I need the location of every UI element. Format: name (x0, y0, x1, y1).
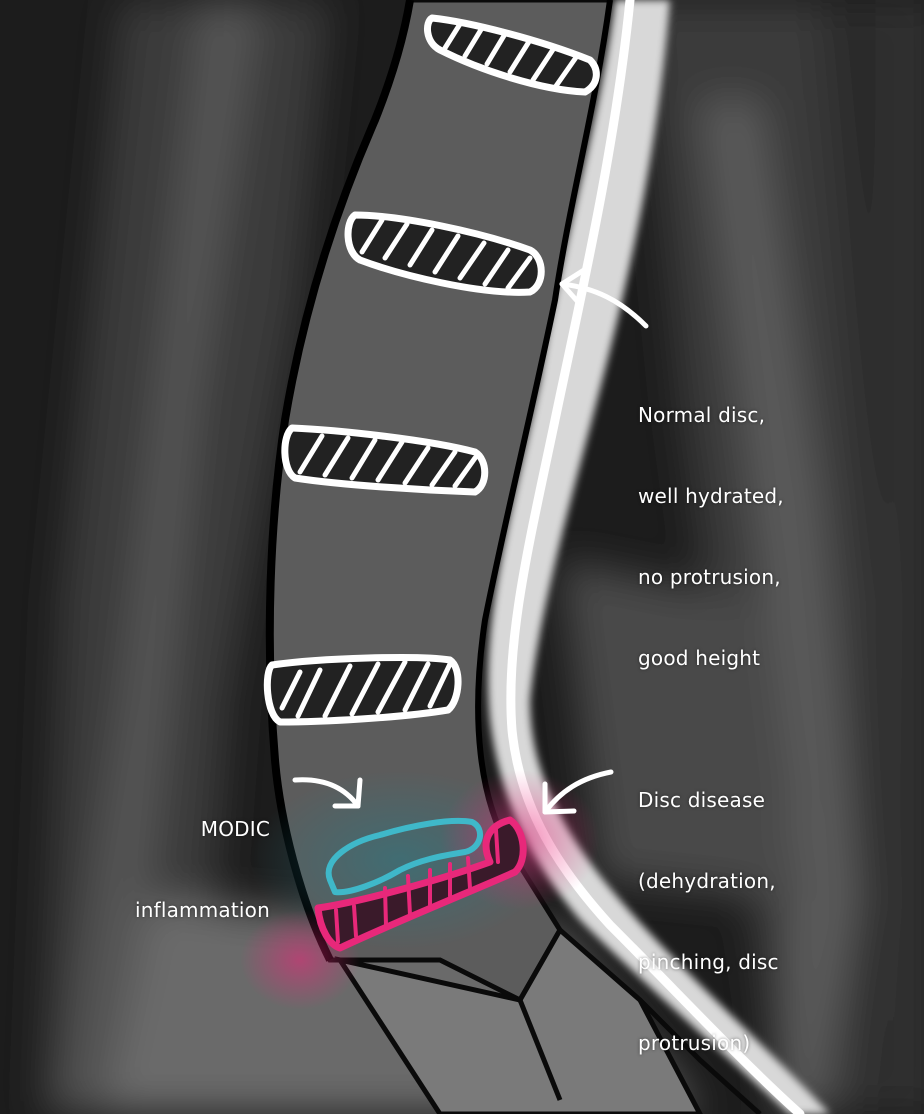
label-line: inflammation (134, 898, 270, 922)
disc-disease-label: Disc disease (dehydration, pinching, dis… (638, 733, 779, 1111)
disc-5-diseased (314, 816, 527, 952)
label-line: good height (638, 646, 761, 670)
disc-1-normal (424, 14, 600, 96)
normal-disc-label: Normal disc, well hydrated, no protrusio… (638, 348, 784, 726)
label-line: (dehydration, (638, 869, 776, 893)
disc-2-normal (344, 211, 545, 296)
label-line: protrusion) (638, 1031, 751, 1055)
label-line: Normal disc, (638, 403, 766, 427)
arrow-normal-disc-icon (559, 267, 649, 329)
label-line: Disc disease (638, 788, 766, 812)
arrow-modic-icon (292, 777, 363, 809)
disc-4-normal (263, 654, 462, 726)
disc-3-normal (281, 424, 489, 496)
modic-label: MODIC inflammation (110, 762, 270, 978)
label-line: pinching, disc (638, 950, 779, 974)
label-line: no protrusion, (638, 565, 781, 589)
label-line: well hydrated, (638, 484, 784, 508)
label-line: MODIC (200, 817, 270, 841)
soft-tissue (40, 0, 924, 1114)
arrow-disc-disease-icon (542, 769, 614, 815)
modic-inflammation-outline (325, 817, 483, 896)
